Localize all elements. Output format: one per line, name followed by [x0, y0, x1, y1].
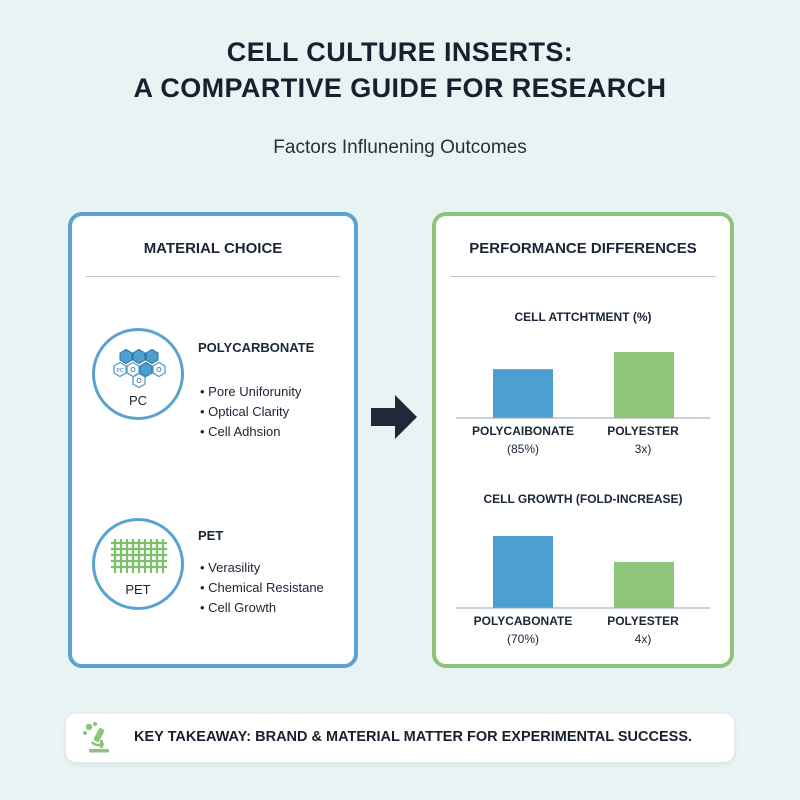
microscope-icon [83, 722, 109, 753]
tick-sublabel: 4x) [634, 632, 652, 646]
bar-polyester-growth [614, 561, 674, 608]
list-item: Pore Uniforunity [200, 382, 301, 402]
bar-polycarbonate-attachment [493, 369, 553, 418]
list-item: Chemical Resistane [200, 578, 324, 598]
page-title: CELL CULTURE INSERTS: A COMPARTIVE GUIDE… [0, 34, 800, 106]
chart-title-growth: CELL GROWTH (FOLD-INCREASE) [483, 492, 683, 506]
right-arrow-icon [371, 395, 417, 439]
performance-title: PERFORMANCE DIFFERENCES [469, 240, 697, 257]
divider [86, 276, 340, 277]
material-choice-card: MATERIAL CHOICE PC PC POLYCARBONATE [68, 212, 358, 668]
tick-label-polyester: POLYESTER 3x) [583, 422, 703, 458]
title-line-2: A COMPARTIVE GUIDE FOR RESEARCH [133, 73, 667, 103]
mesh-grid-icon: PET [92, 518, 184, 610]
list-item: Cell Growth [200, 598, 324, 618]
divider [450, 276, 716, 277]
svg-text:PC: PC [117, 368, 124, 374]
list-item: Optical Clarity [200, 402, 301, 422]
title-line-1: CELL CULTURE INSERTS: [226, 37, 574, 67]
tick-label-polyester: POLYESTER 4x) [583, 612, 703, 648]
tick-category: POLYESTER [607, 614, 679, 628]
pet-points: Verasility Chemical Resistane Cell Growt… [200, 558, 324, 618]
attachment-chart [456, 352, 710, 419]
bar-polyester-attachment [614, 352, 674, 418]
page-subtitle: Factors Influnening Outcomes [273, 137, 527, 158]
bar-polycarbonate-growth [493, 536, 553, 608]
material-name-polycarbonate: POLYCARBONATE [198, 340, 315, 355]
chart-title-attachment: CELL ATTCHTMENT (%) [514, 310, 652, 324]
polycarbonate-points: Pore Uniforunity Optical Clarity Cell Ad… [200, 382, 301, 442]
tick-sublabel: (85%) [506, 442, 539, 456]
list-item: Verasility [200, 558, 324, 578]
tick-sublabel: (70%) [506, 632, 539, 646]
material-choice-title: MATERIAL CHOICE [143, 240, 283, 257]
pc-icon-label: PC [129, 393, 147, 408]
hexagon-cluster-icon: PC PC [92, 328, 184, 420]
pet-icon-label: PET [125, 582, 150, 597]
key-takeaway-banner: KEY TAKEAWAY: BRAND & MATERIAL MATTER FO… [66, 714, 734, 762]
performance-card: PERFORMANCE DIFFERENCES CELL ATTCHTMENT … [432, 212, 734, 668]
tick-category: POLYCABONATE [473, 614, 573, 628]
tick-category: POLYCAIBONATE [471, 424, 574, 438]
tick-category: POLYESTER [607, 424, 679, 438]
list-item: Cell Adhsion [200, 422, 301, 442]
tick-sublabel: 3x) [634, 442, 652, 456]
key-takeaway-text: KEY TAKEAWAY: BRAND & MATERIAL MATTER FO… [134, 729, 693, 745]
tick-label-polycarbonate: POLYCAIBONATE (85%) [463, 422, 583, 458]
growth-chart [456, 536, 710, 609]
tick-label-polycarbonate: POLYCABONATE (70%) [463, 612, 583, 648]
material-name-pet: PET [198, 528, 224, 543]
